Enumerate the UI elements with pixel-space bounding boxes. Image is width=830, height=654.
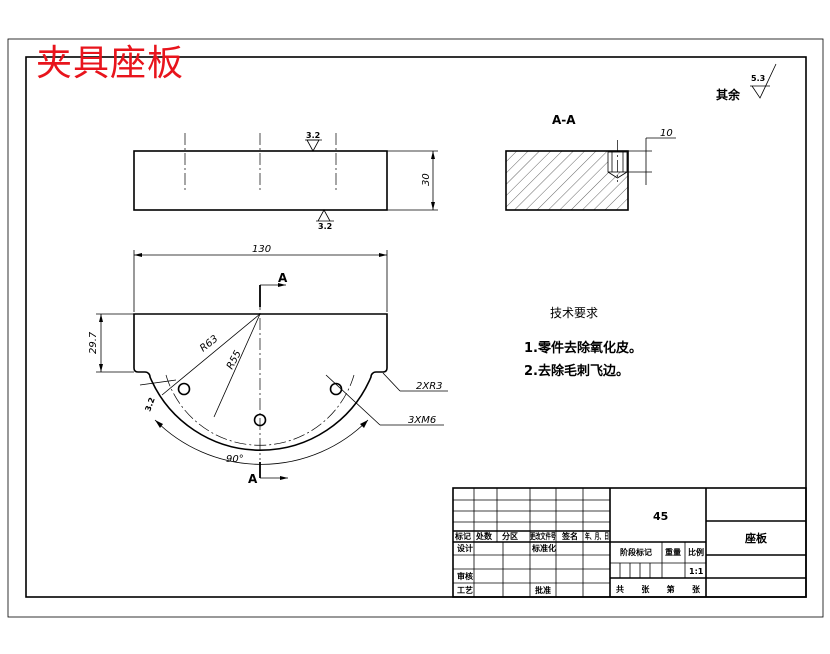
- top-view: 3.2 3.2 30: [133, 131, 438, 231]
- tb-sheets: 共 张 第 张: [616, 584, 701, 594]
- top-finish-value: 3.2: [306, 131, 320, 140]
- small-dim: 3.2: [143, 396, 156, 412]
- tb-process: 工艺: [457, 585, 473, 595]
- thickness-dim: 30: [421, 173, 432, 186]
- tb-header-mark: 标记: [454, 531, 471, 541]
- tb-header-date: 年、月、日: [585, 531, 609, 541]
- tb-scale-value: 1:1: [689, 567, 704, 576]
- inner-frame: [25, 56, 807, 598]
- tb-stage-mark: 阶段标记: [620, 547, 652, 557]
- tb-header-count: 处数: [475, 531, 493, 541]
- section-view: A-A 10: [505, 113, 676, 211]
- tb-approve: 批准: [535, 585, 551, 595]
- tech-req-item-1: 1.零件去除氧化皮。: [524, 340, 642, 356]
- tech-req-item-2: 2.去除毛刺飞边。: [524, 363, 629, 379]
- tb-material: 45: [653, 510, 668, 523]
- front-view: 130 A R63 R55 29.7 3.2 90°: [88, 244, 448, 486]
- other-finish-value: 5.3: [751, 74, 765, 83]
- tb-review: 审核: [457, 571, 473, 581]
- angle-dim: 90°: [226, 454, 244, 465]
- technical-requirements: 技术要求 1.零件去除氧化皮。 2.去除毛刺飞边。: [524, 306, 642, 379]
- drawing-title: 夹具座板: [36, 43, 184, 84]
- holes-dim: 3XM6: [408, 415, 436, 426]
- tb-header-zone: 分区: [502, 531, 518, 541]
- section-mark-bottom: A: [248, 472, 258, 486]
- r-outer-dim: R63: [198, 334, 220, 355]
- tb-design: 设计: [457, 543, 473, 553]
- height-dim: 29.7: [88, 331, 99, 354]
- tb-header-sign: 签名: [561, 531, 578, 541]
- other-finish-label: 其余: [716, 87, 741, 102]
- bottom-finish-value: 3.2: [318, 222, 332, 231]
- width-dim: 130: [252, 244, 271, 255]
- tb-standard: 标准化: [531, 543, 556, 553]
- section-label: A-A: [552, 113, 576, 127]
- tech-req-heading: 技术要求: [550, 306, 598, 320]
- tb-part-name: 座板: [744, 531, 768, 545]
- tb-weight: 重量: [665, 547, 681, 557]
- section-mark-top: A: [278, 271, 288, 285]
- chamfer-dim: 2XR3: [416, 381, 443, 392]
- tb-header-change: 更改文件号: [530, 531, 556, 541]
- title-block: 标记 处数 分区 更改文件号 签名 年、月、日 设计 标准化 审核 工艺 批准 …: [452, 487, 807, 598]
- tb-scale: 比例: [688, 547, 704, 557]
- depth-dim: 10: [660, 128, 673, 139]
- other-surface-finish: 其余 5.3: [716, 63, 777, 102]
- r-inner-dim: R55: [225, 349, 244, 372]
- outer-frame: [7, 38, 824, 618]
